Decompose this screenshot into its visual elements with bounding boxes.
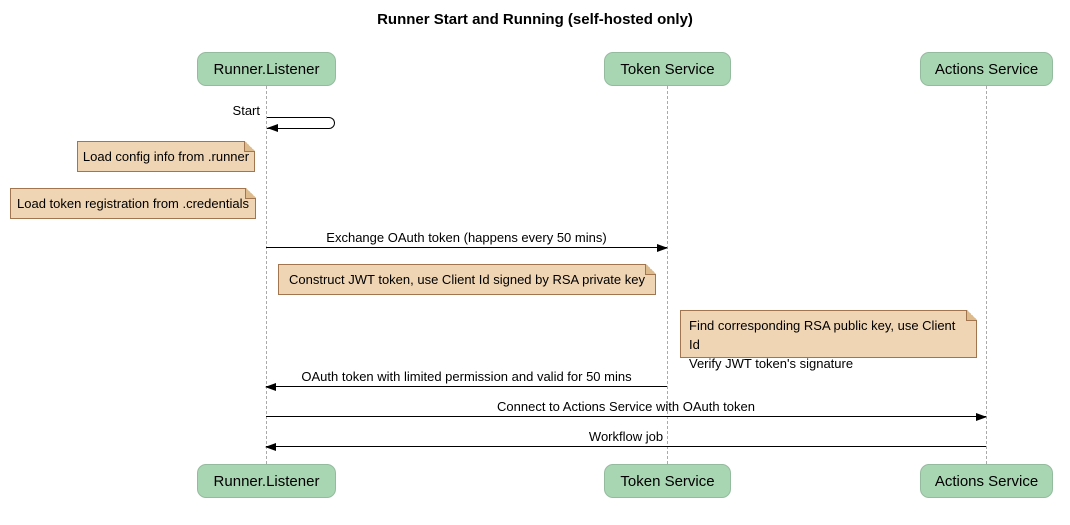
- lifeline-actions-service: [986, 86, 987, 464]
- message-exchange-oauth: Exchange OAuth token (happens every 50 m…: [266, 230, 668, 252]
- message-workflow-job: Workflow job: [265, 429, 986, 451]
- note-construct-jwt-text: Construct JWT token, use Client Id signe…: [289, 272, 645, 287]
- message-connect-actions: Connect to Actions Service with OAuth to…: [266, 399, 987, 421]
- participant-runner-listener-bottom: Runner.Listener: [197, 464, 336, 498]
- note-load-token-registration: Load token registration from .credential…: [10, 188, 256, 219]
- participant-actions-service-bottom: Actions Service: [920, 464, 1053, 498]
- note-load-token-registration-text: Load token registration from .credential…: [17, 196, 249, 211]
- message-workflow-job-label: Workflow job: [588, 429, 664, 444]
- note-fold-icon: [244, 141, 255, 152]
- arrowhead-icon: [267, 124, 278, 132]
- note-verify-jwt: Find corresponding RSA public key, use C…: [680, 310, 977, 371]
- lifeline-runner-listener: [266, 86, 267, 464]
- participant-actions-service-top: Actions Service: [920, 52, 1053, 86]
- message-oauth-token-return: OAuth token with limited permission and …: [265, 369, 667, 391]
- participant-token-service-bottom: Token Service: [604, 464, 731, 498]
- note-fold-icon: [966, 310, 977, 321]
- note-load-config-text: Load config info from .runner: [82, 149, 250, 164]
- message-line: [266, 386, 667, 387]
- message-line: [266, 446, 986, 447]
- diagram-title: Runner Start and Running (self-hosted on…: [377, 11, 693, 28]
- message-line: [266, 416, 986, 417]
- note-verify-jwt-line1: Find corresponding RSA public key, use C…: [689, 318, 956, 352]
- lifeline-token-service: [667, 86, 668, 464]
- message-line: [266, 247, 667, 248]
- participant-token-service-top: Token Service: [604, 52, 731, 86]
- arrowhead-icon: [265, 442, 276, 451]
- message-start-label: Start: [232, 103, 260, 118]
- note-construct-jwt: Construct JWT token, use Client Id signe…: [278, 264, 656, 295]
- message-exchange-oauth-label: Exchange OAuth token (happens every 50 m…: [326, 230, 607, 245]
- note-load-config: Load config info from .runner: [77, 141, 255, 172]
- note-fold-icon: [245, 188, 256, 199]
- arrowhead-icon: [265, 382, 276, 391]
- arrowhead-icon: [657, 243, 668, 252]
- arrowhead-icon: [976, 412, 987, 421]
- note-fold-icon: [645, 264, 656, 275]
- message-start-self-arrow: [267, 117, 335, 129]
- note-verify-jwt-line2: Verify JWT token's signature: [689, 356, 854, 371]
- participant-runner-listener-top: Runner.Listener: [197, 52, 336, 86]
- message-oauth-token-return-label: OAuth token with limited permission and …: [301, 369, 632, 384]
- message-connect-actions-label: Connect to Actions Service with OAuth to…: [497, 399, 755, 414]
